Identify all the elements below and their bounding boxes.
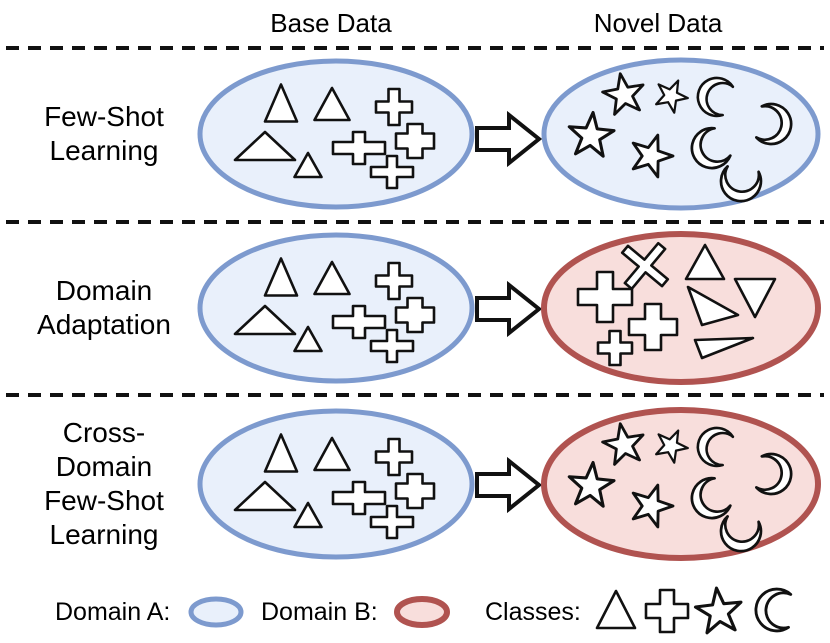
legend-domain-a-swatch [188,596,244,628]
row-label-few-shot-learning: Few-Shot Learning [44,101,164,166]
row-label-cross-domain-few-shot-learning: Cross- Domain Few-Shot Learning [44,417,164,550]
row-few-shot-learning [197,57,821,211]
legend-domain-b-swatch [394,596,450,628]
legend-domain-b-label: Domain B: [261,598,378,626]
moon-icon [753,586,793,634]
domain-b-ellipse [394,596,450,628]
row-domain-adaptation [197,229,821,385]
triangle-icon [595,589,637,630]
legend-classes-label: Classes: [485,598,581,626]
arrow-icon [475,113,541,165]
legend-domain-a-label: Domain A: [55,598,171,626]
legend-class-icons [595,585,793,636]
column-header-base-data: Base Data [270,8,392,38]
arrow-icon [475,283,541,335]
row-cross-domain-few-shot-learning [197,407,821,561]
domain-a-ellipse [188,596,244,628]
star-icon [692,585,746,636]
arrow-icon [475,459,541,511]
column-header-novel-data: Novel Data [593,8,723,38]
row-label-domain-adaptation: Domain Adaptation [37,275,171,340]
cross-icon [644,588,690,634]
da-novel-ellipse [541,231,821,385]
